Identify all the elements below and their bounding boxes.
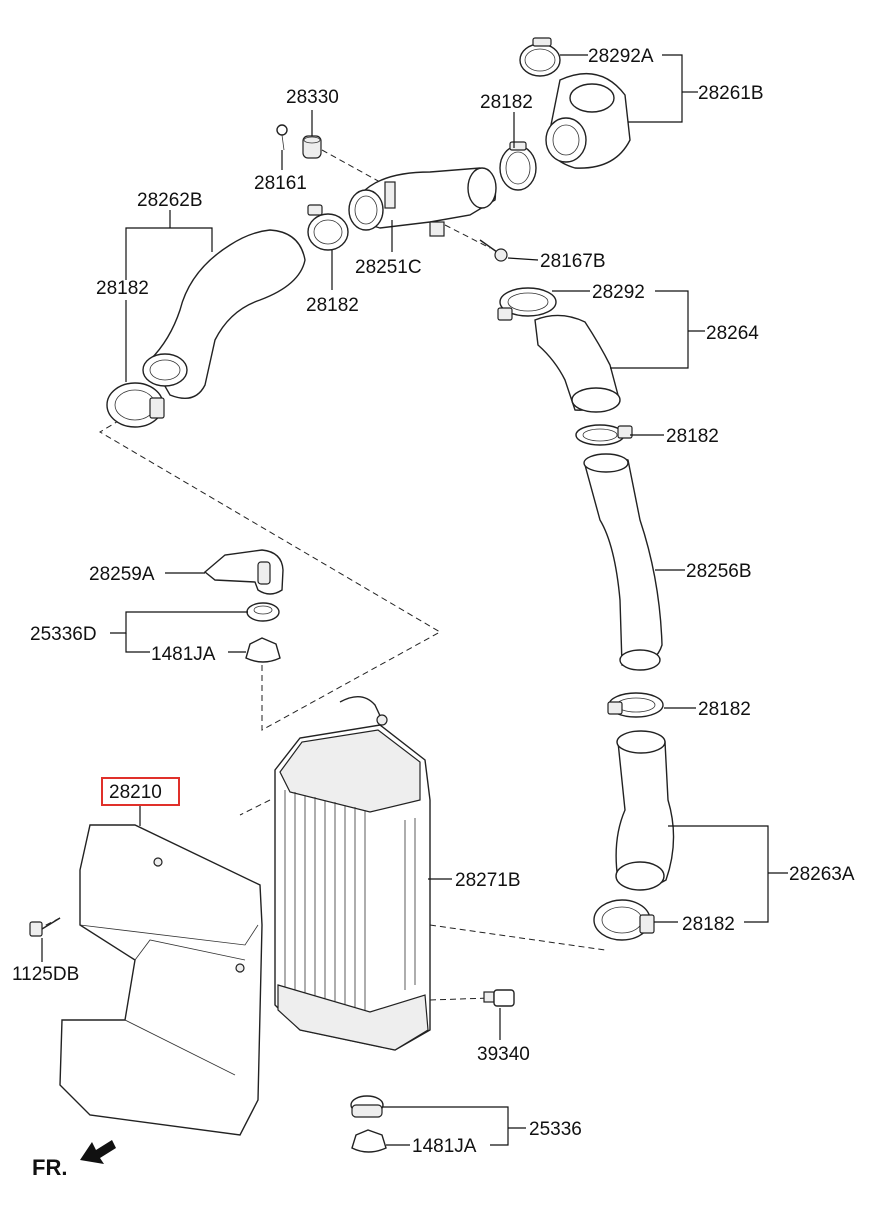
- label-25336D: 25336D: [30, 624, 97, 645]
- clamp-28182-left: [106, 382, 165, 428]
- hose-28261B: [545, 72, 631, 169]
- clamp-28292A: [519, 37, 561, 77]
- label-1481JA-top: 1481JA: [151, 644, 216, 665]
- clamp-28182-mid: [307, 204, 349, 251]
- bracket-28259A: [203, 549, 284, 595]
- bolt-1125DB: [29, 917, 61, 937]
- front-direction-label: FR.: [32, 1155, 67, 1180]
- leader-lines: [41, 54, 788, 1146]
- bolt-28161: [276, 124, 288, 151]
- cap-1481JA-top: [245, 637, 281, 663]
- label-28330: 28330: [286, 87, 339, 108]
- highlight-box-28210: [101, 777, 180, 806]
- label-39340: 39340: [477, 1044, 530, 1065]
- cap-1481JA-bottom: [351, 1129, 387, 1153]
- grommet-25336: [350, 1095, 384, 1118]
- clamp-28182-top: [499, 141, 537, 191]
- label-28271B: 28271B: [455, 870, 521, 891]
- hose-28263A: [615, 730, 675, 891]
- label-28292: 28292: [592, 282, 645, 303]
- label-1125DB: 1125DB: [12, 964, 79, 985]
- clamp-28182-r2: [607, 692, 664, 718]
- label-28292A: 28292A: [588, 46, 654, 67]
- label-28182-r3: 28182: [682, 914, 735, 935]
- label-28182-r1: 28182: [666, 426, 719, 447]
- clamp-28292: [497, 287, 557, 321]
- label-28210: 28210: [109, 782, 162, 803]
- label-28161: 28161: [254, 173, 307, 194]
- pipe-28251C: [348, 167, 497, 237]
- clamp-28182-r1: [575, 424, 633, 446]
- label-28167B: 28167B: [540, 251, 606, 272]
- label-28251C: 28251C: [355, 257, 422, 278]
- front-arrow-icon: [80, 1140, 116, 1164]
- hose-28264: [534, 314, 621, 413]
- part-labels: 28292A 28261B 28330 28182 28161 28262B 2…: [12, 46, 855, 1180]
- label-28182-left: 28182: [96, 278, 149, 299]
- bolt-28167B: [479, 239, 508, 262]
- air-guide-28210: [59, 824, 263, 1136]
- grommet-25336D: [246, 602, 280, 622]
- label-28182-mid: 28182: [306, 295, 359, 316]
- label-28264: 28264: [706, 323, 759, 344]
- label-28262B: 28262B: [137, 190, 203, 211]
- label-28182-r2: 28182: [698, 699, 751, 720]
- intercooler-28271B: [274, 696, 431, 1051]
- grommet-28330: [302, 135, 322, 159]
- hose-28262B: [142, 229, 306, 399]
- clamp-28182-r3: [593, 899, 655, 941]
- label-1481JA-bottom: 1481JA: [412, 1136, 477, 1157]
- pipe-28256B: [583, 453, 663, 671]
- label-28256B: 28256B: [686, 561, 752, 582]
- label-25336: 25336: [529, 1119, 582, 1140]
- label-28261B: 28261B: [698, 83, 764, 104]
- label-28259A: 28259A: [89, 564, 155, 585]
- intercooler-core-fins: [284, 790, 366, 1018]
- label-28263A: 28263A: [789, 864, 855, 885]
- label-28182-top: 28182: [480, 92, 533, 113]
- sensor-39340: [483, 989, 515, 1007]
